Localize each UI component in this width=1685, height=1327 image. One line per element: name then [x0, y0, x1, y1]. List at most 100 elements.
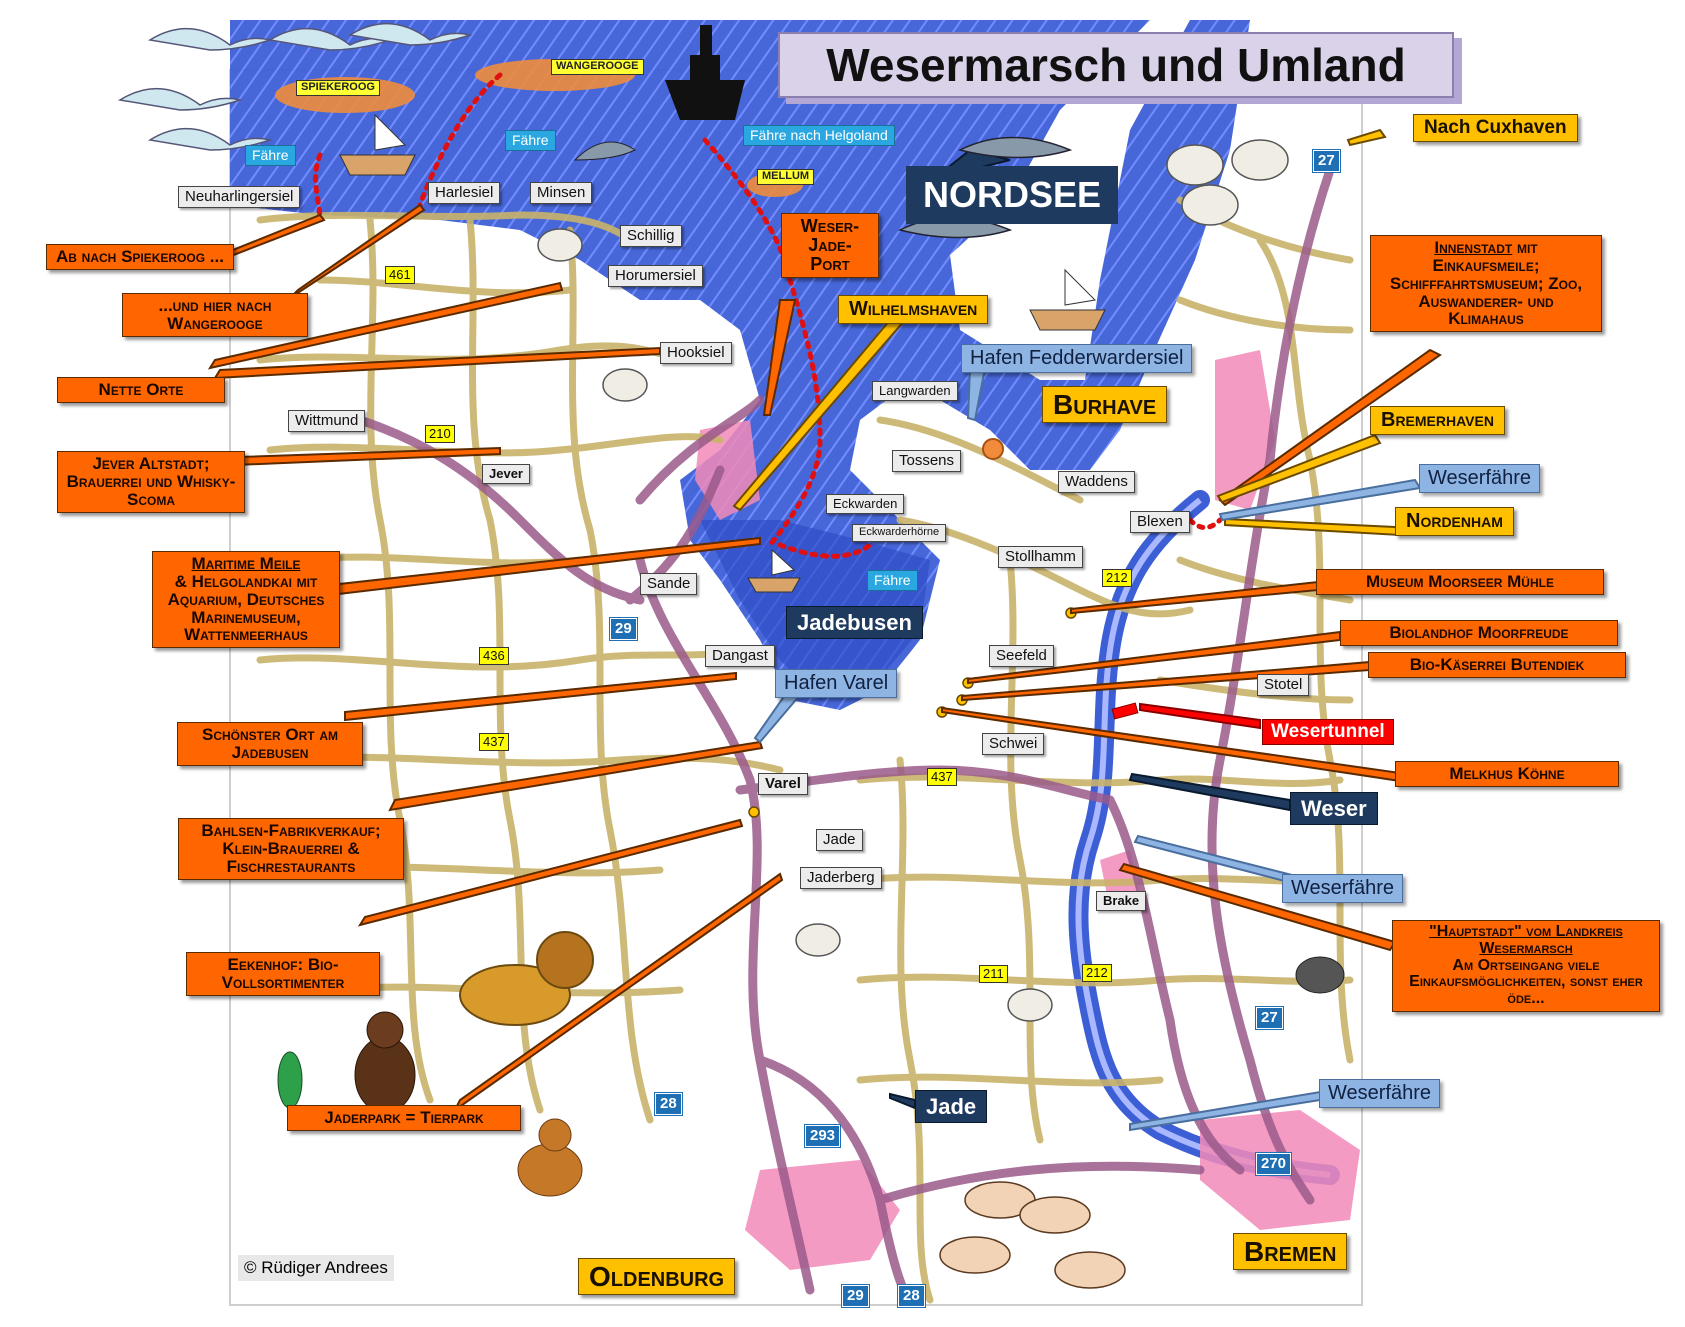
callout-innenstadt-text: mit Einkaufsmeile; Schifffahrtsmuseum; Z…: [1389, 238, 1583, 329]
callout-brake-title: "Hauptstadt" vom Landkreis Wesermarsch: [1429, 923, 1623, 957]
ferry-label-3: Fähre: [867, 570, 918, 591]
water-jade: Jade: [915, 1090, 988, 1124]
callout-dangast: Schönster Ort am Jadebusen: [177, 722, 363, 766]
leader-lines: [199, 203, 1442, 1111]
callout-eekenhof: Eekenhof: Bio-Vollsortimenter: [186, 952, 380, 996]
water-jadebusen: Jadebusen: [786, 606, 923, 640]
callout-nette-orte: Nette Orte: [57, 377, 225, 403]
ferry-label-2: Fähre: [505, 130, 556, 151]
place-tossens: Tossens: [892, 450, 962, 472]
place-eckwarden: Eckwarden: [826, 494, 905, 514]
place-seefeld: Seefeld: [989, 645, 1054, 667]
autobahn-270: 270: [1254, 1152, 1293, 1176]
callout-moorseer: Museum Moorseer Mühle: [1316, 569, 1604, 595]
ram-icon: [1295, 956, 1345, 994]
callout-wangerooge: ...und hier nach Wangerooge: [122, 293, 308, 337]
autobahn-28-west: 28: [654, 1092, 683, 1116]
sheep-icon: [537, 139, 1289, 1022]
place-jade: Jade: [816, 829, 863, 851]
road-210: 210: [425, 425, 455, 443]
ferry-helgoland-label: Fähre nach Helgoland: [743, 125, 895, 146]
city-wilhelmshaven: Wilhelmshaven: [838, 295, 989, 324]
info-weserfaehre-1: Weserfähre: [1419, 464, 1541, 493]
wesertunnel-label: Wesertunnel: [1262, 719, 1394, 745]
city-bremerhaven: Bremerhaven: [1370, 406, 1505, 435]
callout-maritime-title: Maritime Meile: [191, 554, 301, 573]
place-brake: Brake: [1096, 891, 1147, 911]
cuxhaven-link: Nach Cuxhaven: [1413, 114, 1578, 142]
ship-icon: [665, 25, 745, 120]
place-sande: Sande: [640, 573, 698, 595]
place-schillig: Schillig: [620, 225, 682, 247]
callout-brake-text: Am Ortseingang viele Einkaufsmöglichkeit…: [1409, 956, 1643, 1008]
callout-bremerhaven-city: Innenstadt mit Einkaufsmeile; Schifffahr…: [1370, 235, 1602, 333]
callout-butendiek: Bio-Käserrei Butendiek: [1368, 652, 1626, 678]
road-212-north: 212: [1102, 569, 1132, 587]
island-spiekeroog: SPIEKEROOG: [296, 80, 380, 96]
island-wangerooge: WANGEROOGE: [551, 59, 644, 75]
place-jever: Jever: [482, 464, 530, 484]
autobahn-29-north: 29: [609, 617, 638, 641]
place-harlesiel: Harlesiel: [428, 182, 501, 204]
copyright-label: © Rüdiger Andrees: [238, 1255, 394, 1281]
leader-lines-red: [1139, 702, 1261, 730]
lion-icon: [459, 931, 594, 1026]
place-jaderberg: Jaderberg: [800, 867, 882, 889]
city-nordenham: Nordenham: [1395, 507, 1514, 536]
water-weser: Weser: [1290, 792, 1378, 826]
road-212-south: 212: [1082, 964, 1112, 982]
callout-maritime-text: & Helgolandkai mit Aquarium, Deutsches M…: [167, 571, 325, 645]
road-437-east: 437: [927, 768, 957, 786]
road-437-west: 437: [479, 733, 509, 751]
page-title: Wesermarsch und Umland: [778, 32, 1454, 98]
burhave-dot: [982, 438, 1004, 460]
road-436: 436: [479, 647, 509, 665]
dolphin-icon: [573, 141, 636, 161]
place-langwarden: Langwarden: [872, 381, 958, 401]
callout-varel: Bahlsen-Fabrikverkauf; Klein-Brauerrei &…: [178, 818, 404, 880]
autobahn-28-south: 28: [897, 1284, 926, 1308]
place-eckwarderhoerne: Eckwarderhörne: [852, 524, 947, 542]
island-mellum: MELLUM: [757, 169, 815, 185]
info-weserfaehre-3: Weserfähre: [1319, 1079, 1441, 1108]
autobahn-27-north: 27: [1312, 149, 1341, 173]
gibbon-icon: [517, 1118, 583, 1197]
callout-maritime: Maritime Meile & Helgolandkai mit Aquari…: [152, 551, 340, 649]
city-bremen: Bremen: [1233, 1233, 1348, 1271]
place-minsen: Minsen: [530, 182, 593, 204]
callout-koehne: Melkhus Köhne: [1395, 761, 1619, 787]
place-stollhamm: Stollhamm: [998, 546, 1083, 568]
sailboat-icon: [339, 113, 416, 176]
place-wittmund: Wittmund: [288, 410, 366, 432]
info-weserfaehre-2: Weserfähre: [1282, 874, 1404, 903]
nordsee-label: NORDSEE: [906, 166, 1118, 224]
callout-moorfreude: Biolandhof Moorfreude: [1340, 620, 1618, 646]
place-dangast: Dangast: [705, 645, 775, 667]
place-neuharlingersiel: Neuharlingersiel: [178, 186, 301, 208]
seagulls-decoration: [117, 23, 473, 151]
place-waddens: Waddens: [1058, 471, 1135, 493]
info-hafen-varel: Hafen Varel: [775, 669, 898, 698]
major-roads: [355, 165, 1335, 1305]
callout-spiekeroog: Ab nach Spiekeroog ...: [46, 244, 234, 270]
autobahn-27-south: 27: [1255, 1006, 1284, 1030]
road-461: 461: [385, 266, 415, 284]
callout-jaderpark: Jaderpark = Tierpark: [287, 1105, 521, 1131]
city-oldenburg: Oldenburg: [578, 1258, 736, 1296]
sailboat-icon: [1029, 268, 1106, 331]
place-stotel: Stotel: [1257, 674, 1310, 696]
weser-river-inner: [1075, 497, 1331, 1178]
place-schwei: Schwei: [982, 733, 1045, 755]
city-burhave: Burhave: [1042, 386, 1168, 424]
autobahn-29-south: 29: [841, 1284, 870, 1308]
monkey-icon: [354, 1011, 416, 1114]
callout-jever: Jever Altstadt; Brauerrei und Whisky- Sc…: [57, 451, 245, 513]
bremerhaven-area: [1215, 350, 1275, 510]
info-fedderwardersiel: Hafen Fedderwardersiel: [961, 344, 1193, 373]
autobahn-293: 293: [803, 1124, 842, 1148]
wesertunnel-marker: [1111, 702, 1139, 720]
sailboat-icon: [747, 548, 801, 593]
callout-brake: "Hauptstadt" vom Landkreis Wesermarsch A…: [1392, 920, 1660, 1012]
varel-dot: [748, 806, 760, 818]
parrot-icon: [277, 1051, 303, 1109]
